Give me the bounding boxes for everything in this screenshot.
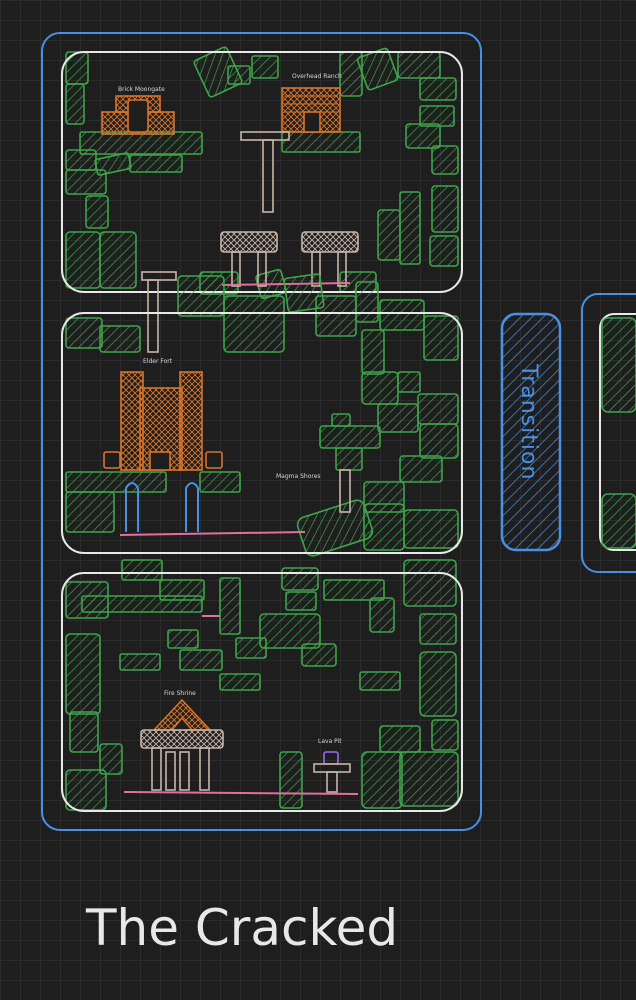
room-3-border bbox=[61, 572, 463, 812]
label-lava-pit: Lava Pit bbox=[318, 738, 342, 745]
adjacent-region[interactable] bbox=[581, 293, 636, 573]
label-magma-shores: Magma Shores bbox=[276, 473, 321, 480]
region-title: The Cracked bbox=[85, 899, 398, 957]
hazard-lava-lower bbox=[123, 791, 359, 795]
hazard-lava-middle bbox=[119, 531, 306, 536]
label-fire-shrine: Fire Shrine bbox=[164, 690, 196, 697]
label-elder-fort: Elder Fort bbox=[143, 358, 173, 365]
lamp-post-2 bbox=[141, 271, 177, 353]
transition-label: Transition bbox=[516, 363, 541, 480]
room-lower[interactable] bbox=[65, 559, 459, 811]
room-1-border bbox=[61, 51, 463, 293]
fire-shrine[interactable] bbox=[140, 698, 224, 791]
elder-fort[interactable] bbox=[103, 371, 223, 471]
brick-moongate[interactable] bbox=[101, 95, 175, 135]
transition-zone[interactable] bbox=[500, 312, 562, 552]
blue-pillars bbox=[125, 482, 199, 532]
label-overhead-ranch: Overhead Ranch bbox=[292, 73, 342, 80]
overhead-ranch[interactable] bbox=[281, 87, 341, 133]
label-brick-moongate: Brick Moongate bbox=[118, 86, 165, 93]
lamp-post-3 bbox=[339, 469, 351, 513]
region-the-cracked[interactable] bbox=[41, 32, 482, 831]
platform-table-left[interactable] bbox=[220, 231, 278, 287]
room-2-border bbox=[61, 312, 463, 554]
lamp-post-1 bbox=[240, 131, 290, 213]
lava-pit-npc[interactable] bbox=[313, 751, 351, 793]
room-upper[interactable] bbox=[65, 46, 459, 300]
room-middle[interactable] bbox=[65, 273, 459, 558]
